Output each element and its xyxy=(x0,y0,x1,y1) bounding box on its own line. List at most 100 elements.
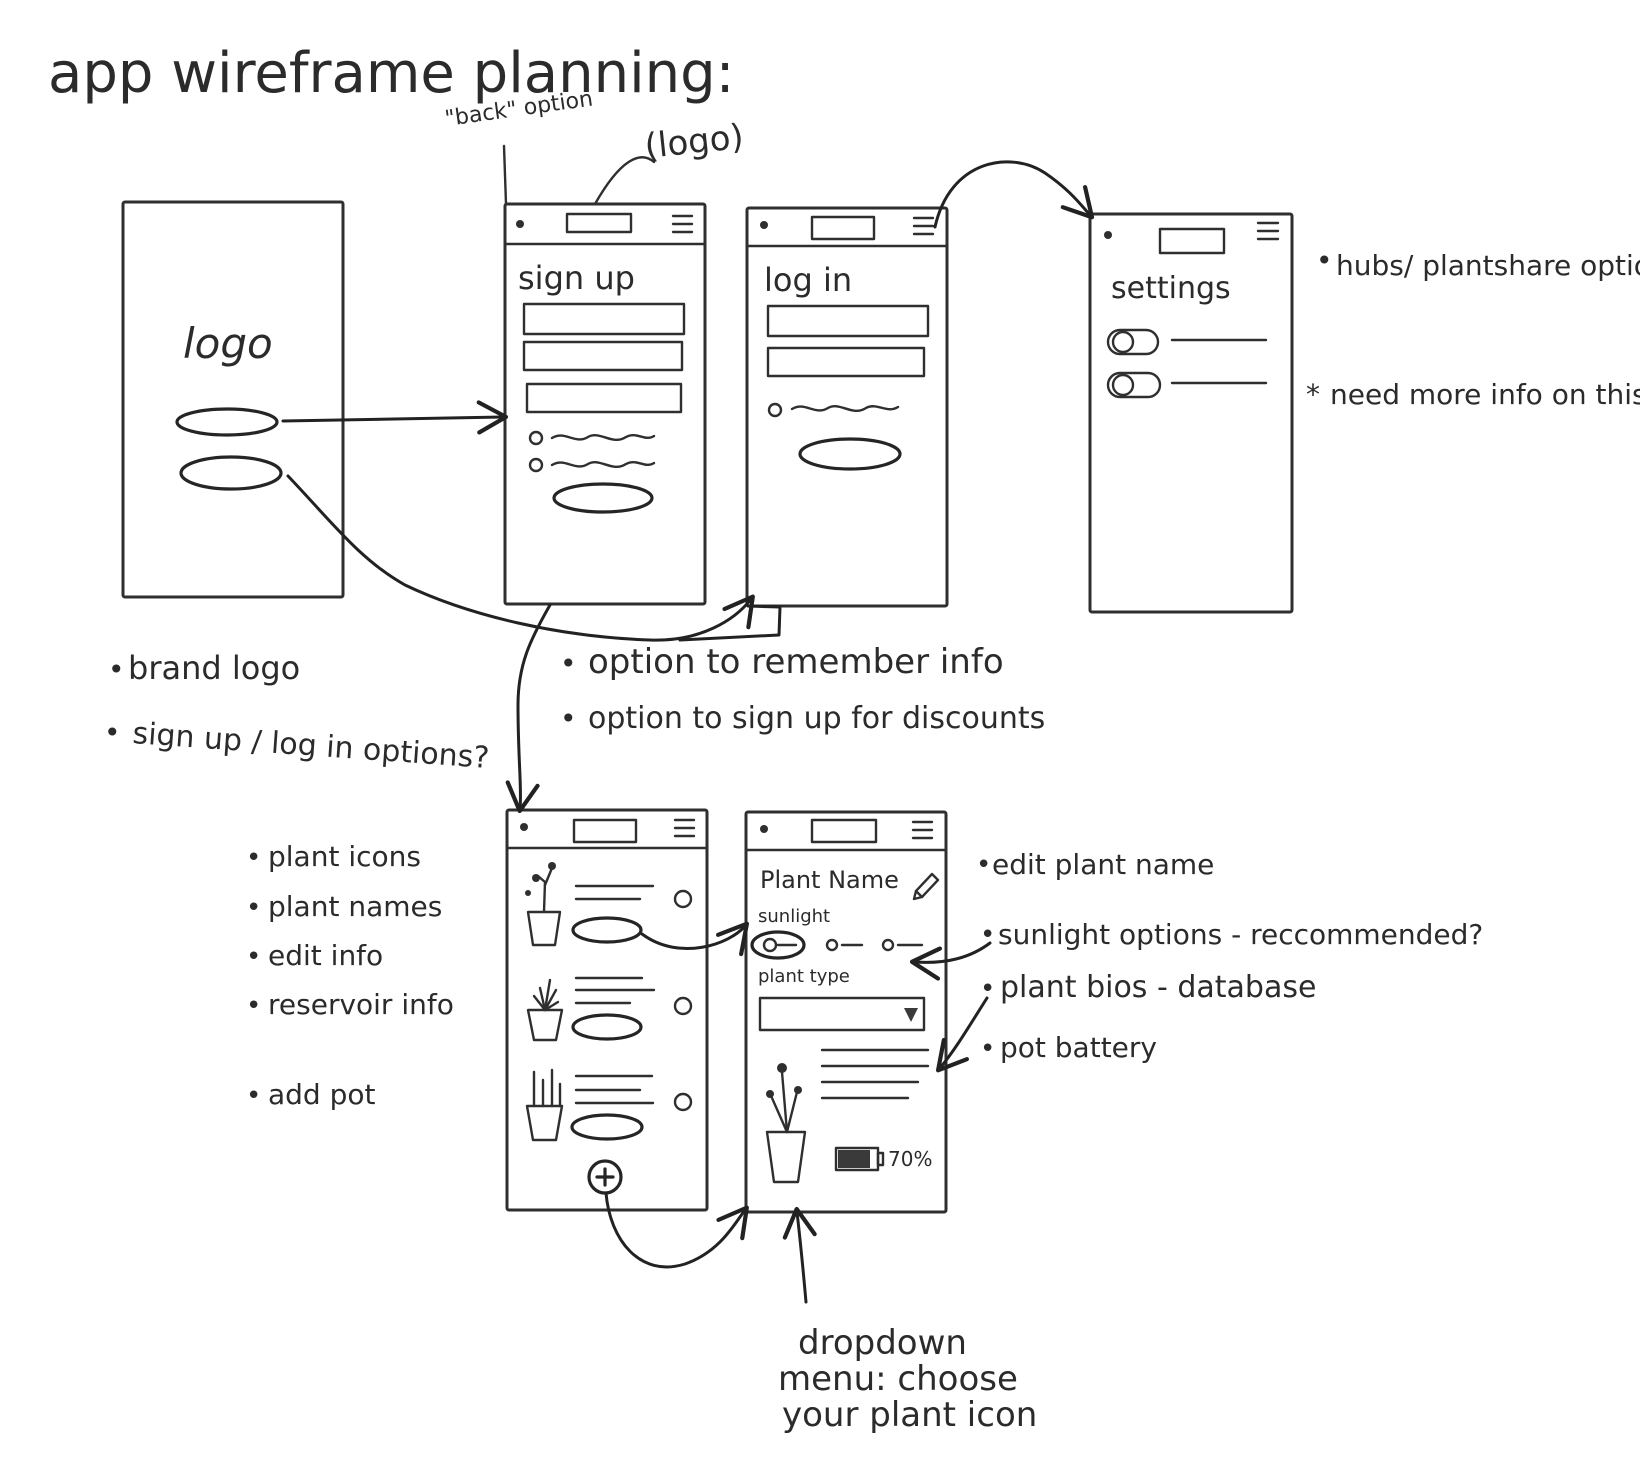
edit-plant-name-bullet: • xyxy=(976,850,991,880)
asterisk-icon: * xyxy=(1306,378,1320,411)
login-submit-oval[interactable] xyxy=(798,437,902,471)
remember-bullet: • xyxy=(560,647,577,680)
login-title: log in xyxy=(764,261,852,299)
sunlight-option[interactable] xyxy=(881,938,895,952)
discounts-checkbox[interactable] xyxy=(528,457,544,473)
remember-checkbox[interactable] xyxy=(528,430,544,446)
settings-title: settings xyxy=(1111,271,1231,306)
list-item[interactable] xyxy=(525,1068,693,1142)
back-option-pointer xyxy=(502,144,508,206)
dropdown-menu-note-line-2: menu: choose xyxy=(778,1359,1018,1399)
toggle-icon[interactable] xyxy=(1106,371,1268,399)
login-input-2[interactable] xyxy=(766,346,926,378)
dropdown-menu-note-line-1: dropdown xyxy=(798,1323,967,1363)
brand-logo-bullet: • xyxy=(108,653,125,686)
splash-frame xyxy=(121,200,345,599)
toggle-icon[interactable] xyxy=(1106,328,1268,356)
battery-icon xyxy=(834,1146,885,1172)
menu-icon[interactable] xyxy=(673,818,696,838)
splash-to-signup-arrow xyxy=(281,400,509,435)
hubs-plantshare-note: hubs/ plantshare option? xyxy=(1336,249,1640,282)
signup-screen: sign up xyxy=(503,202,707,606)
dropdown-icon[interactable] xyxy=(904,1008,918,1022)
sunlight-options[interactable] xyxy=(750,930,924,960)
plant-list-note-bullet: • xyxy=(246,893,261,923)
dropdown-menu-note: dropdown menu: choose your plant icon xyxy=(778,1323,1037,1435)
plant-bios-note-arrow xyxy=(935,996,989,1073)
logo-pointer xyxy=(593,156,656,206)
plant-list-note: plant names xyxy=(268,890,442,923)
edit-info-oval[interactable] xyxy=(571,1013,643,1041)
list-item[interactable] xyxy=(525,862,693,947)
back-icon[interactable] xyxy=(520,823,528,831)
menu-icon[interactable] xyxy=(911,820,934,840)
signup-input-1[interactable] xyxy=(522,302,686,336)
plant-detail-screen: Plant Name sunlight plant type xyxy=(744,810,948,1214)
edit-plant-name-note: edit plant name xyxy=(992,848,1214,881)
plant-type-label: plant type xyxy=(758,966,850,987)
plant-bio-lines xyxy=(820,1048,930,1100)
plant-list-note-bullet: • xyxy=(246,991,261,1021)
plant-list-note-bullet: • xyxy=(246,942,261,972)
settings-screen: settings xyxy=(1088,212,1294,614)
remember-checkbox[interactable] xyxy=(767,402,783,418)
remember-info-note: option to remember info xyxy=(588,642,1004,682)
login-bracket xyxy=(678,604,782,642)
plant-list-note-bullet: • xyxy=(246,843,261,873)
reservoir-indicator xyxy=(673,889,693,909)
list-item[interactable] xyxy=(526,976,693,1042)
plant-name-title[interactable]: Plant Name xyxy=(760,866,899,894)
plant-detail-frame xyxy=(744,810,948,1214)
back-icon[interactable] xyxy=(760,221,768,229)
signup-title: sign up xyxy=(518,259,635,297)
logo-note: (logo) xyxy=(643,117,746,167)
signup-button-oval[interactable] xyxy=(175,407,279,437)
hubs-note-bullet: • xyxy=(1316,244,1333,277)
plant-pot-icon xyxy=(525,1068,564,1142)
sunlight-option[interactable] xyxy=(825,938,839,952)
plant-list-notes: •plant icons•plant names•edit info•reser… xyxy=(246,840,454,1111)
login-input-1[interactable] xyxy=(766,304,930,338)
menu-icon[interactable] xyxy=(1256,221,1280,241)
discounts-note: option to sign up for discounts xyxy=(588,701,1045,736)
signup-input-2[interactable] xyxy=(522,340,684,372)
plant-pot-icon xyxy=(525,862,562,947)
discounts-label xyxy=(550,460,656,469)
logo-placeholder xyxy=(1158,227,1226,255)
plant-list-note: reservoir info xyxy=(268,988,454,1021)
login-to-settings-arrow xyxy=(933,160,1095,229)
plant-pot-icon xyxy=(526,978,564,1042)
signup-input-3[interactable] xyxy=(525,382,683,414)
pot-battery-note: pot battery xyxy=(1000,1031,1157,1064)
page-title: app wireframe planning: xyxy=(48,41,735,106)
back-icon[interactable] xyxy=(760,825,768,833)
login-screen: log in xyxy=(745,206,949,608)
discounts-bullet: • xyxy=(560,702,577,735)
login-button-oval[interactable] xyxy=(179,455,283,491)
plant-list-note: plant icons xyxy=(268,840,421,873)
dropdown-note-arrow xyxy=(782,1206,817,1304)
plant-pot-icon[interactable] xyxy=(765,1063,807,1184)
logo-placeholder xyxy=(810,215,876,241)
edit-info-oval[interactable] xyxy=(570,1113,644,1141)
plus-icon[interactable] xyxy=(587,1159,623,1195)
menu-icon[interactable] xyxy=(671,214,694,234)
back-icon[interactable] xyxy=(1104,231,1112,239)
pencil-icon[interactable] xyxy=(912,872,940,901)
reservoir-indicator xyxy=(673,996,693,1016)
plant-list-note: add pot xyxy=(268,1078,376,1111)
dropdown-menu-note-line-3: your plant icon xyxy=(782,1395,1037,1435)
need-more-info-note: need more info on this xyxy=(1330,378,1640,411)
back-icon[interactable] xyxy=(516,220,524,228)
edit-info-oval[interactable] xyxy=(571,916,643,944)
signup-submit-oval[interactable] xyxy=(552,482,654,514)
menu-icon[interactable] xyxy=(912,216,935,236)
plant-type-dropdown[interactable] xyxy=(758,996,926,1032)
splash-screen: logo xyxy=(121,200,345,599)
sunlight-options-note: sunlight options - reccommended? xyxy=(998,918,1483,951)
plant-list-note: edit info xyxy=(268,939,383,972)
plant-list-screen xyxy=(505,808,709,1212)
sunlight-option-selected[interactable] xyxy=(750,930,806,960)
splash-to-login-arrow xyxy=(286,474,755,642)
